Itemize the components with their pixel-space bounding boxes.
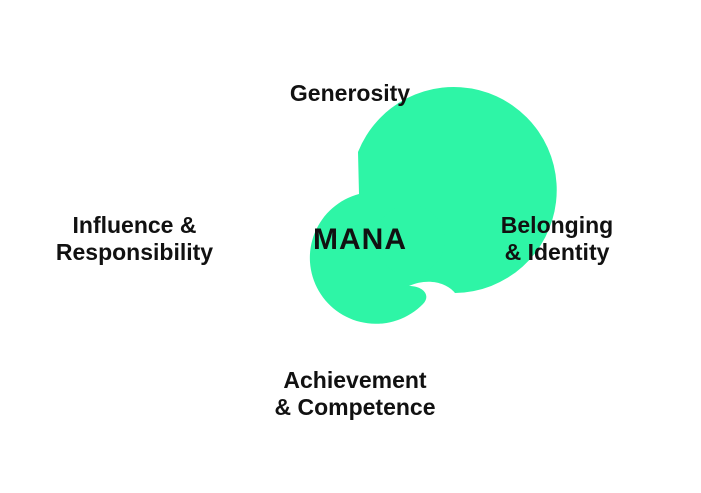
label-generosity: Generosity (230, 80, 470, 107)
label-right-line-1: Belonging (500, 212, 614, 238)
label-bottom-line-2: & Competence (274, 394, 436, 420)
label-left-line-2: Responsibility (55, 239, 214, 265)
label-left-line-1: Influence & (72, 212, 197, 238)
label-right-line-2: & Identity (504, 239, 610, 265)
label-achievement-competence: Achievement & Competence (230, 367, 480, 421)
label-belonging-identity: Belonging & Identity (467, 212, 647, 266)
label-influence-responsibility: Influence & Responsibility (32, 212, 237, 266)
mana-ring (309, 87, 557, 324)
ring-spiral-shape (309, 87, 557, 324)
label-top-line-1: Generosity (289, 80, 411, 106)
ring-inner-bubble (375, 205, 445, 275)
label-bottom-line-1: Achievement (283, 367, 427, 393)
center-title: MANA (313, 223, 407, 256)
